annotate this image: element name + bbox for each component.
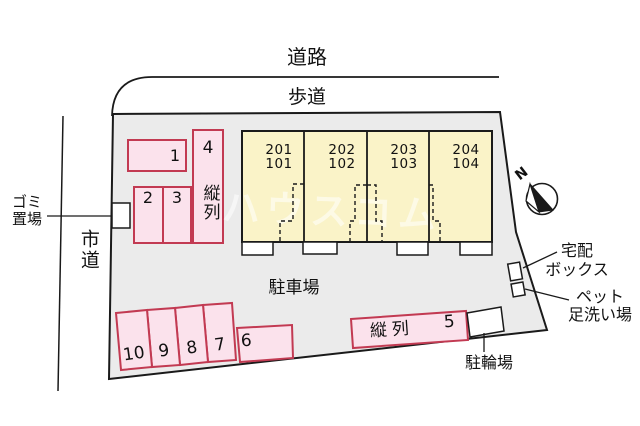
bicycle-parking-box — [466, 306, 505, 338]
unit-label-201-101: 201 101 — [265, 142, 293, 172]
parking-space-1 — [127, 139, 187, 172]
entrance-porches — [241, 241, 493, 256]
road-label: 道路 — [287, 45, 327, 69]
city-road-edge-line — [57, 115, 64, 392]
garbage-label: ゴミ 置場 — [11, 193, 42, 229]
stairwell-dashed-lines — [279, 183, 441, 242]
delivery-pointer-line — [522, 251, 558, 269]
parking-space-3 — [162, 186, 192, 244]
delivery-box — [506, 261, 524, 282]
compass — [525, 181, 559, 216]
pet-pointer-line — [524, 288, 570, 301]
space-number-4: 4 — [202, 138, 214, 158]
delivery-box-label: 宅配 ボックス — [545, 241, 609, 279]
space-number-8: 8 — [185, 337, 199, 359]
space-number-1: 1 — [169, 146, 180, 165]
parking-space-4-tandem — [192, 129, 224, 244]
parking-space-6 — [235, 323, 295, 364]
space-number-5: 5 — [443, 311, 456, 333]
unit-label-203-103: 203 103 — [390, 142, 418, 172]
space-number-9: 9 — [157, 340, 171, 362]
parking-space-5-tandem — [349, 309, 470, 350]
tandem-label-space5: 縦列 — [369, 318, 415, 342]
parking-space-10 — [114, 308, 154, 372]
pet-wash-label: ペット 足洗い場 — [567, 287, 632, 324]
space-number-10: 10 — [121, 342, 146, 366]
road-sidewalk-divider-line — [111, 76, 499, 117]
tandem-label-space4: 縦列 — [199, 184, 220, 222]
watermark-text: ハウスコム — [221, 186, 442, 238]
pet-wash-box — [510, 281, 526, 298]
garbage-box — [111, 202, 131, 229]
sidewalk-label: 歩道 — [287, 86, 326, 108]
space-number-6: 6 — [240, 330, 253, 352]
space-number-7: 7 — [213, 334, 227, 356]
space-number-3: 3 — [171, 188, 183, 207]
unit-label-202-102: 202 102 — [328, 142, 356, 172]
space-number-2: 2 — [142, 188, 154, 207]
city-road-label: 市道 — [77, 229, 100, 271]
bicycle-parking-label: 駐輪場 — [464, 353, 513, 372]
parking-lot-label: 駐車場 — [268, 278, 320, 298]
compass-needle-light — [525, 181, 541, 214]
unit-label-204-104: 204 104 — [452, 142, 480, 172]
